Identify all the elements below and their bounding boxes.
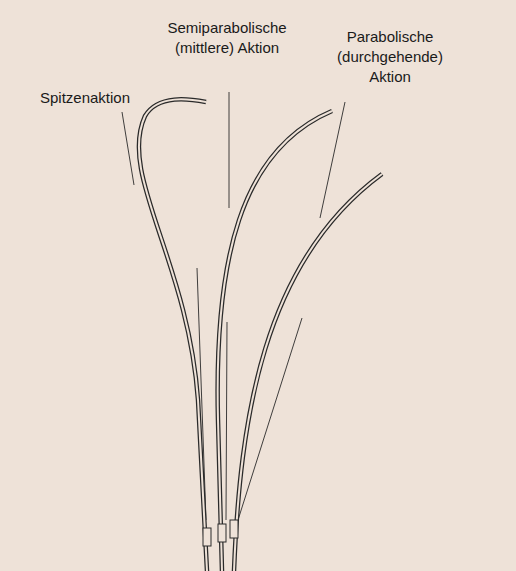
action-label: Semiparabolische (mittlere) Aktion xyxy=(167,18,286,58)
action-label: Parabolische (durchgehende) Aktion xyxy=(337,27,443,87)
ferrules xyxy=(203,520,238,546)
reference-lines xyxy=(197,268,302,520)
leader-lines xyxy=(122,92,345,218)
action-label: Spitzenaktion xyxy=(40,88,130,108)
rods xyxy=(139,99,382,571)
